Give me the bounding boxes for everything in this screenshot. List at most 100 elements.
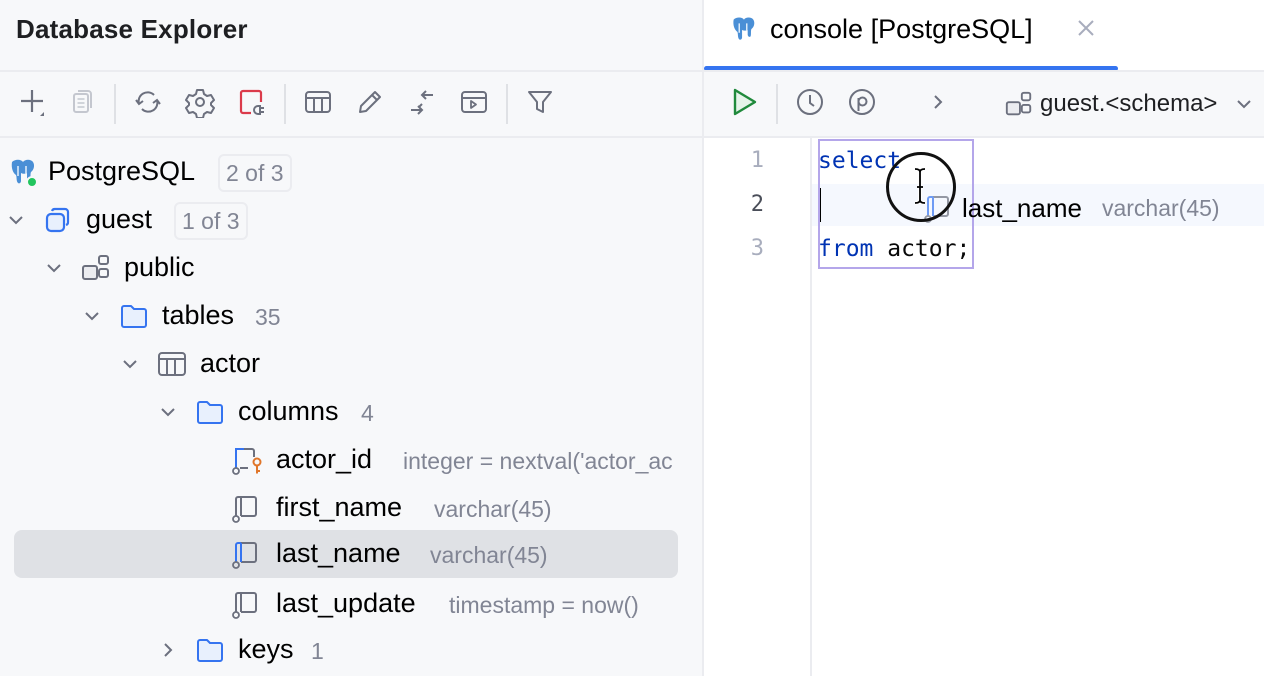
dragged-column-ghost: last_name varchar(45) — [922, 190, 1220, 226]
tree-node-column[interactable]: first_name varchar(45) — [0, 484, 702, 532]
node-count: 4 — [361, 400, 374, 426]
chevron-down-icon[interactable] — [42, 256, 66, 280]
toolbar-separator — [284, 84, 286, 124]
editor-tabbar: console [PostgreSQL] — [704, 0, 1264, 72]
chevron-down-icon[interactable] — [118, 352, 142, 376]
run-icon — [728, 86, 760, 123]
ibeam-cursor-icon — [914, 167, 926, 205]
disconnect-icon — [236, 86, 268, 123]
compare-arrows-icon — [406, 86, 438, 123]
tab-label: console [PostgreSQL] — [770, 14, 1033, 44]
node-count: 1 — [311, 638, 324, 664]
node-label: tables — [162, 300, 235, 330]
node-badge: 2 of 3 — [218, 154, 292, 192]
refresh-icon — [132, 86, 164, 123]
chevron-right-icon[interactable] — [156, 638, 180, 662]
code-line-1: select — [818, 148, 901, 174]
column-name: first_name — [276, 492, 403, 522]
compare-button[interactable] — [404, 86, 440, 122]
editor-toolbar: guest.<schema> — [704, 72, 1264, 136]
add-button[interactable] — [14, 86, 50, 122]
database-explorer-panel: Database Explorer — [0, 0, 704, 676]
chevron-down-icon[interactable] — [80, 304, 104, 328]
column-type: varchar(45) — [434, 496, 552, 522]
refresh-button[interactable] — [130, 86, 166, 122]
column-name: actor_id — [276, 444, 373, 474]
column-icon — [230, 538, 262, 570]
more-actions-button[interactable] — [920, 86, 956, 122]
sql-editor[interactable]: 1 2 3 select from actor; last_name varch… — [704, 138, 1264, 676]
line-number: 1 — [750, 148, 764, 173]
tree-node-table-actor[interactable]: actor — [0, 340, 702, 388]
schema-icon — [80, 252, 112, 284]
node-label: actor — [200, 348, 261, 378]
sql-keyword: select — [818, 148, 902, 174]
toolbar-separator — [114, 84, 116, 124]
primary-key-column-icon — [230, 444, 262, 476]
run-button[interactable] — [726, 86, 762, 122]
disconnect-button[interactable] — [234, 86, 270, 122]
folder-icon — [118, 300, 150, 332]
sql-keyword: from — [818, 236, 874, 262]
console-icon — [458, 86, 490, 123]
properties-button[interactable] — [182, 86, 218, 122]
tab-console-postgresql[interactable]: console [PostgreSQL] — [704, 0, 1118, 72]
code-line-3: from actor; — [818, 236, 970, 262]
divider — [0, 70, 704, 72]
tree-node-column[interactable]: last_update timestamp = now() — [0, 580, 702, 628]
tree-node-columns-folder[interactable]: columns 4 — [0, 388, 702, 436]
table-icon — [302, 86, 334, 123]
postgresql-icon — [728, 14, 758, 44]
explorer-toolbar — [0, 72, 704, 136]
column-type: varchar(45) — [430, 542, 548, 568]
tree-node-database-guest[interactable]: guest 1 of 3 — [0, 196, 702, 244]
table-view-button[interactable] — [300, 86, 336, 122]
divider — [704, 136, 1264, 138]
duplicate-button[interactable] — [64, 86, 100, 122]
chevron-down-icon[interactable] — [4, 208, 28, 232]
copy-icon — [66, 86, 98, 123]
history-button[interactable] — [792, 86, 828, 122]
history-icon — [794, 86, 826, 123]
line-number-gutter — [704, 138, 812, 676]
toolbar-separator — [506, 84, 508, 124]
schema-icon — [1005, 91, 1032, 116]
tree-node-column-selected[interactable]: last_name varchar(45) — [0, 530, 702, 578]
column-type: timestamp = now() — [449, 592, 639, 618]
tree-node-keys-folder[interactable]: keys 1 — [0, 628, 702, 676]
schema-label: guest.<schema> — [1040, 90, 1218, 117]
edit-button[interactable] — [352, 86, 388, 122]
parameters-button[interactable] — [844, 86, 880, 122]
chevron-right-icon — [922, 86, 954, 123]
console-button[interactable] — [456, 86, 492, 122]
plus-icon — [16, 86, 48, 123]
node-label: guest — [86, 204, 153, 234]
drag-ghost-type: varchar(45) — [1101, 194, 1220, 221]
tree-node-schema-public[interactable]: public — [0, 244, 702, 292]
node-count: 35 — [255, 304, 281, 330]
tree-node-column[interactable]: actor_id integer = nextval('actor_ac — [0, 436, 702, 484]
close-tab-button[interactable] — [1072, 14, 1100, 42]
table-icon — [156, 348, 188, 380]
click-highlight-ring — [886, 152, 956, 222]
connected-status-dot — [26, 176, 38, 188]
toolbar-separator — [776, 84, 778, 124]
filter-icon — [524, 86, 556, 123]
tree-node-datasource[interactable]: PostgreSQL 2 of 3 — [0, 148, 702, 196]
pencil-icon — [354, 86, 386, 123]
folder-icon — [194, 634, 226, 666]
parameters-icon — [846, 86, 878, 123]
schema-selector[interactable]: guest.<schema> — [1004, 86, 1255, 122]
database-icon — [42, 204, 74, 236]
line-number: 3 — [750, 236, 764, 261]
tree-node-tables-folder[interactable]: tables 35 — [0, 292, 702, 340]
drop-target-outline — [818, 139, 974, 269]
column-icon — [230, 588, 262, 620]
gear-icon — [184, 86, 216, 123]
filter-button[interactable] — [522, 86, 558, 122]
active-tab-indicator — [704, 66, 1118, 71]
close-icon — [1078, 20, 1094, 36]
line-number: 2 — [750, 192, 764, 217]
chevron-down-icon[interactable] — [156, 400, 180, 424]
